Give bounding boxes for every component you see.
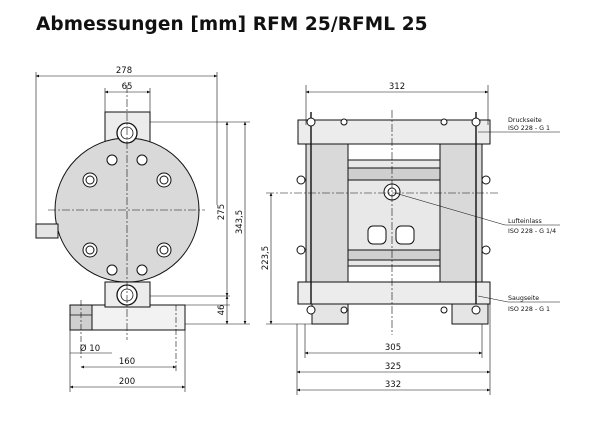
dim-332: 332 bbox=[385, 380, 401, 390]
dim-223-5: 223,5 bbox=[261, 246, 271, 270]
side-tie-rod-nuts bbox=[296, 117, 491, 315]
page-title: Abmessungen [mm] RFM 25/RFML 25 bbox=[36, 14, 428, 35]
side-left-chamber bbox=[305, 143, 349, 283]
dim-312: 312 bbox=[389, 82, 405, 92]
dim-46: 46 bbox=[217, 305, 227, 316]
side-dimension-labels: 312 223,5 305 325 332 bbox=[261, 82, 405, 390]
side-right-chamber bbox=[439, 143, 483, 283]
dim-65: 65 bbox=[122, 82, 133, 92]
leader-suction bbox=[477, 295, 560, 303]
front-view bbox=[35, 72, 250, 392]
dim-200: 200 bbox=[119, 377, 135, 387]
front-dimension-labels: 278 65 275 343,5 46 Ø 10 160 200 bbox=[80, 66, 245, 387]
callout-labels: Druckseite ISO 228 - G 1 Lufteinlass ISO… bbox=[508, 117, 556, 313]
side-exhaust-left bbox=[367, 225, 387, 245]
front-bolt-pattern bbox=[82, 154, 172, 276]
label-suction-title: Saugseite bbox=[508, 295, 539, 302]
side-exhaust-right bbox=[395, 225, 415, 245]
label-air-inlet-spec: ISO 228 - G 1/4 bbox=[508, 228, 556, 235]
dim-325: 325 bbox=[385, 362, 401, 372]
label-air-inlet-title: Lufteinlass bbox=[508, 218, 542, 225]
dim-343-5: 343,5 bbox=[235, 210, 245, 234]
side-view bbox=[266, 85, 560, 395]
dim-305: 305 bbox=[385, 343, 401, 353]
dim-278: 278 bbox=[116, 66, 132, 76]
side-right-foot bbox=[451, 303, 489, 325]
label-discharge-title: Druckseite bbox=[508, 117, 542, 124]
leader-air-inlet bbox=[394, 192, 560, 226]
dim-275: 275 bbox=[217, 204, 227, 220]
dim-diameter-10: Ø 10 bbox=[80, 343, 100, 354]
side-bottom-manifold bbox=[297, 281, 491, 305]
label-suction-spec: ISO 228 - G 1 bbox=[508, 306, 550, 313]
dim-160: 160 bbox=[119, 357, 135, 367]
side-top-manifold bbox=[297, 119, 491, 145]
label-discharge-spec: ISO 228 - G 1 bbox=[508, 125, 550, 132]
front-air-nozzle bbox=[35, 223, 59, 239]
